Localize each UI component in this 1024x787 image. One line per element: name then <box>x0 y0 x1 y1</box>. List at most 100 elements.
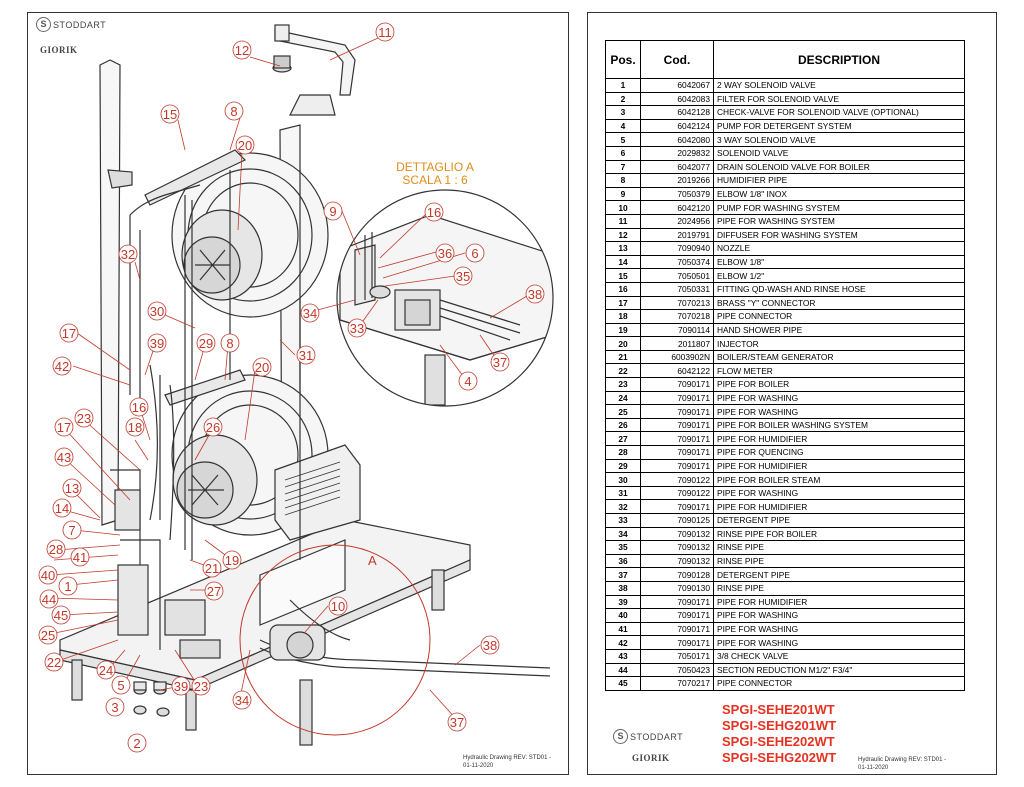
row-pos: 20 <box>605 336 641 351</box>
row-cod: 7090122 <box>640 472 714 487</box>
svg-text:23: 23 <box>77 411 91 426</box>
row-pos: 18 <box>605 309 641 324</box>
callout-24: 24 <box>96 660 116 680</box>
row-pos: 9 <box>605 186 641 202</box>
row-pos: 38 <box>605 580 641 596</box>
row-description: FLOW METER <box>713 363 965 379</box>
row-description: FITTING QD-WASH AND RINSE HOSE <box>713 281 965 297</box>
row-description: PUMP FOR DETERGENT SYSTEM <box>713 118 965 134</box>
row-pos: 10 <box>605 200 641 215</box>
svg-text:34: 34 <box>235 693 249 708</box>
callout-30: 30 <box>147 301 167 321</box>
callout-25: 25 <box>38 625 58 645</box>
svg-text:1: 1 <box>64 579 71 594</box>
row-pos: 40 <box>605 608 641 623</box>
row-cod: 7090132 <box>640 553 714 569</box>
svg-text:24: 24 <box>99 663 113 678</box>
row-description: RINSE PIPE <box>713 580 965 596</box>
row-cod: 7050501 <box>640 268 714 283</box>
callout-37-detail: 37 <box>490 352 510 372</box>
svg-text:5: 5 <box>117 678 124 693</box>
row-pos: 37 <box>605 567 641 582</box>
svg-text:23: 23 <box>194 679 208 694</box>
row-description: PIPE FOR HUMIDIFIER <box>713 499 965 514</box>
callout-16-mid: 16 <box>129 397 149 417</box>
callout-9: 9 <box>323 201 343 221</box>
row-cod: 6042128 <box>640 105 714 120</box>
svg-text:3: 3 <box>111 700 118 715</box>
stoddart-s-icon: S <box>36 17 51 33</box>
callout-36: 36 <box>435 243 455 263</box>
row-cod: 2029832 <box>640 145 714 161</box>
row-cod: 7090122 <box>640 485 714 501</box>
svg-text:18: 18 <box>128 420 142 435</box>
callout-39-bottom: 39 <box>171 676 191 696</box>
row-cod: 6042122 <box>640 363 714 379</box>
row-pos: 35 <box>605 540 641 555</box>
callout-10: 10 <box>328 596 348 616</box>
row-description: SOLENOID VALVE <box>713 145 965 161</box>
svg-text:26: 26 <box>206 420 220 435</box>
callout-33: 33 <box>347 318 367 338</box>
giorik-logo-right: GIORIK <box>632 753 670 763</box>
svg-text:28: 28 <box>49 542 63 557</box>
callout-43: 43 <box>54 447 74 467</box>
stoddart-wordmark-right: STODDART <box>630 731 684 742</box>
callouts: 12 11 15 8 20 32 30 17 42 39 29 8 20 31 … <box>38 22 545 753</box>
row-cod: 6042120 <box>640 200 714 215</box>
svg-text:4: 4 <box>464 374 471 389</box>
svg-text:7: 7 <box>68 523 75 538</box>
revision-note-right: Hydraulic Drawing REV: STD01 - 01-11-202… <box>858 756 946 772</box>
table-header-row: Pos. Cod. DESCRIPTION <box>605 40 965 79</box>
row-pos: 28 <box>605 445 641 460</box>
svg-text:8: 8 <box>226 336 233 351</box>
row-description: PIPE FOR WASHING <box>713 635 965 650</box>
svg-text:6: 6 <box>471 246 478 261</box>
row-cod: 6042083 <box>640 91 714 107</box>
model-list: SPGI-SEHE201WT SPGI-SEHG201WT SPGI-SEHE2… <box>722 702 836 766</box>
row-description: ELBOW 1/8" <box>713 254 965 270</box>
svg-text:17: 17 <box>57 420 71 435</box>
row-pos: 41 <box>605 621 641 637</box>
svg-text:19: 19 <box>225 553 239 568</box>
callout-13: 13 <box>62 478 82 498</box>
row-pos: 7 <box>605 159 641 175</box>
svg-text:38: 38 <box>528 287 542 302</box>
svg-text:45: 45 <box>54 608 68 623</box>
row-pos: 1 <box>605 78 641 93</box>
row-pos: 4 <box>605 118 641 134</box>
row-pos: 8 <box>605 173 641 188</box>
row-description: PIPE CONNECTOR <box>713 676 965 691</box>
row-description: PIPE FOR BOILER STEAM <box>713 472 965 487</box>
row-description: PIPE FOR WASHING <box>713 608 965 623</box>
callout-21: 21 <box>202 558 222 578</box>
row-description: DRAIN SOLENOID VALVE FOR BOILER <box>713 159 965 175</box>
svg-text:9: 9 <box>329 204 336 219</box>
row-description: PIPE FOR WASHING <box>713 621 965 637</box>
callout-42: 42 <box>52 356 72 376</box>
machine-linework <box>59 24 553 746</box>
callout-7: 7 <box>62 520 82 540</box>
svg-text:43: 43 <box>57 450 71 465</box>
callout-38-detail: 38 <box>525 284 545 304</box>
row-cod: 7090125 <box>640 513 714 528</box>
row-cod: 7090130 <box>640 580 714 596</box>
svg-text:17: 17 <box>62 326 76 341</box>
svg-text:36: 36 <box>438 246 452 261</box>
svg-text:37: 37 <box>493 355 507 370</box>
row-pos: 33 <box>605 513 641 528</box>
